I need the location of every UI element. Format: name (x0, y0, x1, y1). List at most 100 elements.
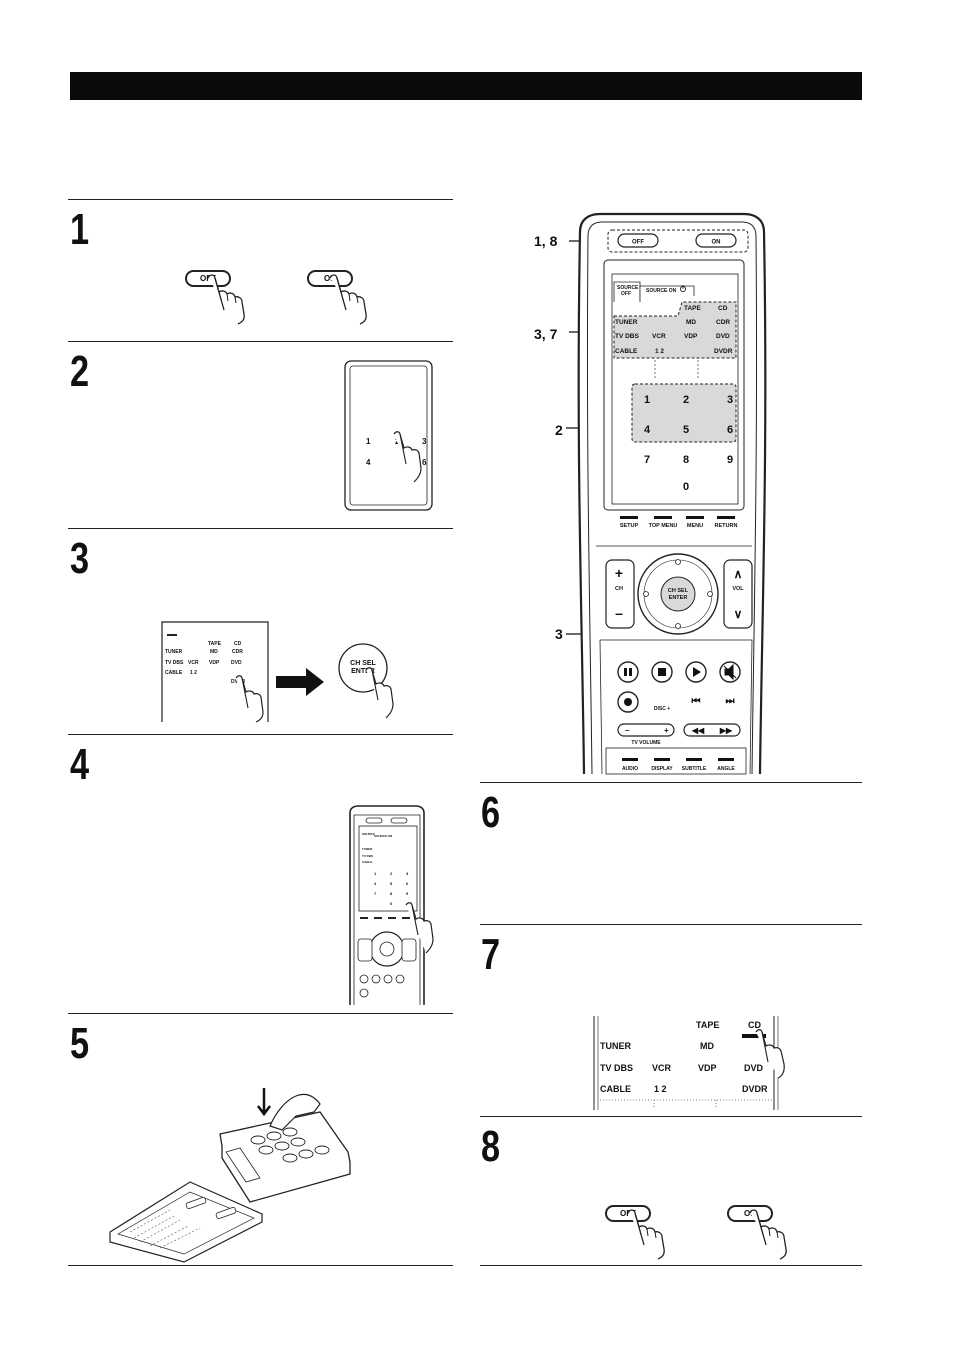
svg-text:2: 2 (683, 394, 689, 406)
off-button-step8[interactable]: OFF (605, 1205, 651, 1222)
callout-label-2: 2 (555, 422, 563, 438)
svg-text:1 2: 1 2 (190, 670, 197, 676)
right-arrow-icon (276, 668, 324, 696)
svg-text:VOL: VOL (732, 586, 744, 592)
step7-source-panel-illustration: TAPE CD TUNER MD TV DBS VCR VDP DVD CABL… (593, 1016, 785, 1110)
svg-text:SOURCE: SOURCE (362, 832, 375, 836)
svg-text:7: 7 (374, 891, 377, 896)
svg-text:6: 6 (727, 424, 733, 436)
divider (68, 1013, 453, 1014)
svg-text:7: 7 (644, 454, 650, 466)
keypad-panel-illustration: 1 2 3 4 6 (344, 360, 433, 511)
svg-text:9: 9 (727, 454, 733, 466)
svg-text:CD: CD (718, 305, 728, 312)
svg-text:0: 0 (683, 481, 689, 493)
svg-text:DVDR: DVDR (714, 348, 733, 355)
device-press-illustration (109, 1088, 351, 1263)
divider (480, 924, 862, 925)
svg-text:+: + (615, 565, 623, 581)
svg-text:TV DBS: TV DBS (615, 333, 640, 340)
svg-text:CDR: CDR (716, 319, 730, 326)
svg-text:MENU: MENU (687, 523, 703, 529)
step-number-1: 1 (70, 205, 90, 254)
svg-text:TUNER: TUNER (165, 649, 183, 655)
svg-text:MD: MD (686, 319, 696, 326)
ch-sel-enter-button-illustration: CH SEL ENTER (338, 643, 394, 719)
svg-text:ENTER: ENTER (351, 668, 375, 675)
off-button[interactable]: OFF (185, 270, 231, 287)
divider (68, 528, 453, 529)
divider (480, 782, 862, 783)
svg-text:1 2: 1 2 (654, 1084, 667, 1094)
svg-text:DVD: DVD (716, 333, 730, 340)
divider (480, 1116, 862, 1117)
svg-text:3: 3 (727, 394, 733, 406)
svg-text:OFF: OFF (632, 240, 644, 246)
on-button[interactable]: ON (307, 270, 353, 287)
svg-text:DVD: DVD (231, 660, 242, 666)
svg-text:DISPLAY: DISPLAY (651, 766, 673, 772)
svg-text:5: 5 (390, 881, 393, 886)
svg-text:1: 1 (644, 394, 650, 406)
svg-text:DVD: DVD (744, 1063, 764, 1073)
section-header-bar (70, 72, 862, 100)
svg-text:CABLE: CABLE (600, 1084, 631, 1094)
svg-text:CD: CD (234, 641, 242, 647)
step-number-3: 3 (70, 534, 90, 583)
svg-text:ENTER: ENTER (669, 595, 688, 601)
on-button-step8[interactable]: ON (727, 1205, 773, 1222)
svg-text:OFF: OFF (621, 291, 631, 297)
pointing-hand-icon (749, 1209, 787, 1260)
svg-text:6: 6 (422, 458, 427, 467)
svg-text:8: 8 (390, 891, 393, 896)
svg-text:DVDR: DVDR (742, 1084, 768, 1094)
step-number-4: 4 (70, 740, 90, 789)
svg-text:CD: CD (748, 1020, 761, 1030)
svg-text:DISC +: DISC + (654, 706, 670, 712)
svg-text:CDR: CDR (232, 649, 243, 655)
svg-text:8: 8 (683, 454, 689, 466)
svg-text:CABLE: CABLE (165, 670, 183, 676)
step-number-7: 7 (481, 930, 501, 979)
svg-text:⏮: ⏮ (692, 696, 701, 707)
svg-text:ON: ON (712, 240, 721, 246)
svg-text:MD: MD (210, 649, 218, 655)
svg-text:4: 4 (366, 458, 371, 467)
svg-text:⏭: ⏭ (726, 696, 735, 707)
divider (480, 1265, 862, 1266)
step-number-8: 8 (481, 1122, 501, 1171)
svg-text:3: 3 (422, 437, 427, 446)
svg-text:1: 1 (374, 871, 377, 876)
svg-text:VDP: VDP (684, 333, 698, 340)
svg-text:SETUP: SETUP (620, 523, 639, 529)
svg-text:SOURCE: SOURCE (617, 285, 639, 291)
svg-text:CH SEL: CH SEL (668, 588, 689, 594)
svg-text:CH SEL: CH SEL (350, 660, 376, 667)
step-number-5: 5 (70, 1019, 90, 1068)
pointing-hand-icon (627, 1209, 665, 1260)
svg-text:TAPE: TAPE (684, 305, 702, 312)
svg-text:∧: ∧ (734, 567, 743, 581)
svg-text:TUNER: TUNER (362, 847, 373, 851)
svg-text:CH: CH (615, 586, 623, 592)
callout-label-3-7: 3, 7 (534, 326, 558, 342)
svg-text:TUNER: TUNER (600, 1041, 631, 1051)
svg-text:6: 6 (406, 881, 409, 886)
svg-text:SUBTITLE: SUBTITLE (682, 766, 707, 772)
svg-text:TAPE: TAPE (208, 641, 222, 647)
svg-text:VDP: VDP (698, 1063, 717, 1073)
svg-text:CABLE: CABLE (615, 348, 638, 355)
step-number-2: 2 (70, 347, 90, 396)
svg-text:TV DBS: TV DBS (600, 1063, 633, 1073)
svg-text:TAPE: TAPE (696, 1020, 719, 1030)
remote-control-illustration: OFF ON SOURCE OFF SOURCE ON TAPE CD TUNE… (566, 212, 767, 775)
svg-text:∨: ∨ (734, 607, 743, 621)
svg-text:VDP: VDP (209, 660, 220, 666)
svg-text:VCR: VCR (188, 660, 199, 666)
svg-text:1: 1 (366, 437, 371, 446)
svg-text:SOURCE ON: SOURCE ON (646, 288, 677, 294)
svg-text:–: – (625, 726, 630, 735)
callout-label-1-8: 1, 8 (534, 233, 558, 249)
callout-label-3: 3 (555, 626, 563, 642)
svg-text:TV VOLUME: TV VOLUME (631, 740, 661, 746)
